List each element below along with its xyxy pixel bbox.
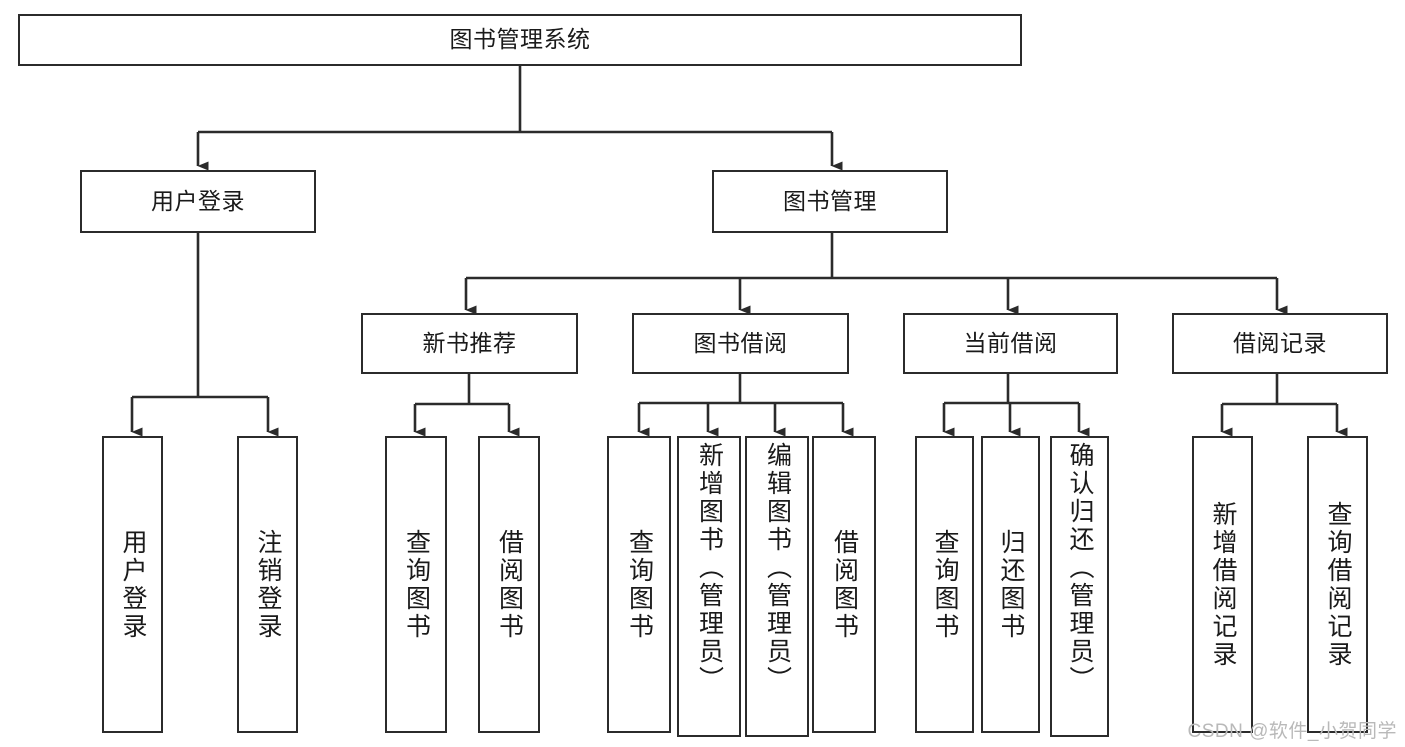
node-label: 用户登录 [119, 528, 147, 641]
node-label: 确认归还（管理员） [1066, 442, 1094, 694]
node-label: 新书推荐 [422, 329, 517, 356]
node-book-management-system[interactable]: 图书管理系统 [18, 14, 1022, 66]
node-book-management[interactable]: 图书管理 [712, 170, 948, 233]
node-label: 图书借阅 [693, 329, 788, 356]
node-label: 新增图书（管理员） [695, 442, 724, 694]
leaf-logout-login[interactable]: 注销登录 [237, 436, 298, 733]
node-label: 编辑图书（管理员） [763, 442, 792, 694]
node-label: 借阅图书 [830, 528, 859, 641]
leaf-query-book-current[interactable]: 查询图书 [915, 436, 974, 733]
leaf-edit-book-admin[interactable]: 编辑图书（管理员） [745, 436, 809, 737]
leaf-query-borrow-record[interactable]: 查询借阅记录 [1307, 436, 1368, 733]
leaf-return-book[interactable]: 归还图书 [981, 436, 1040, 733]
node-label: 查询图书 [402, 528, 431, 641]
node-label: 当前借阅 [963, 329, 1058, 356]
node-book-borrow[interactable]: 图书借阅 [632, 313, 849, 374]
node-borrow-record[interactable]: 借阅记录 [1172, 313, 1388, 374]
node-label: 归还图书 [997, 528, 1025, 641]
node-label: 图书管理 [783, 187, 877, 214]
node-label: 用户登录 [151, 187, 245, 214]
node-label: 借阅图书 [495, 528, 524, 641]
node-label: 查询图书 [931, 528, 959, 641]
node-new-book-recommend[interactable]: 新书推荐 [361, 313, 578, 374]
node-label: 图书管理系统 [449, 26, 591, 53]
leaf-borrow-book-recommend[interactable]: 借阅图书 [478, 436, 540, 733]
node-label: 借阅记录 [1233, 329, 1327, 356]
node-user-login[interactable]: 用户登录 [80, 170, 316, 233]
leaf-borrow-book[interactable]: 借阅图书 [812, 436, 876, 733]
watermark-text: CSDN @软件_小贺同学 [1187, 721, 1397, 742]
leaf-user-login[interactable]: 用户登录 [102, 436, 163, 733]
leaf-confirm-return-admin[interactable]: 确认归还（管理员） [1050, 436, 1109, 737]
leaf-add-borrow-record[interactable]: 新增借阅记录 [1192, 436, 1253, 733]
node-label: 查询图书 [625, 528, 654, 641]
leaf-query-book-borrow[interactable]: 查询图书 [607, 436, 671, 733]
node-label: 注销登录 [254, 528, 282, 641]
node-label: 新增借阅记录 [1209, 500, 1237, 669]
node-label: 查询借阅记录 [1324, 500, 1352, 669]
node-current-borrow[interactable]: 当前借阅 [903, 313, 1118, 374]
leaf-add-book-admin[interactable]: 新增图书（管理员） [677, 436, 741, 737]
leaf-query-book-recommend[interactable]: 查询图书 [385, 436, 447, 733]
